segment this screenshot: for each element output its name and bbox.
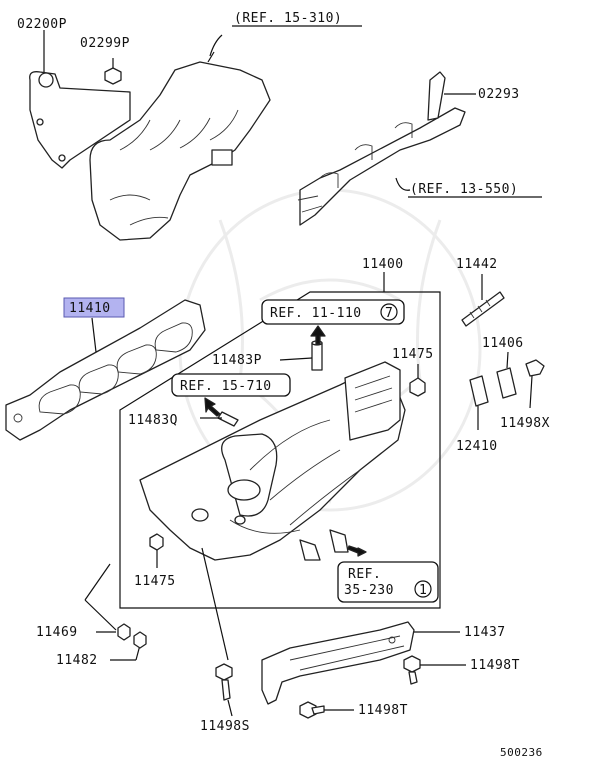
- bolt-11498X-illustration: [525, 359, 545, 409]
- leader-lines-bottom: [84, 547, 229, 661]
- fitting-11483Q-illustration: [200, 411, 239, 427]
- label-11498S: 11498S: [200, 719, 250, 734]
- nut-11475-top-illustration: [409, 364, 426, 397]
- bracket-11406-illustration: [496, 351, 517, 399]
- label-11498T-lower: 11498T: [358, 703, 408, 718]
- label-11482: 11482: [56, 653, 98, 668]
- ref-11-110[interactable]: REF. 11-110: [270, 306, 362, 321]
- label-11400: 11400: [362, 257, 404, 272]
- ref-35-230-number: 1: [419, 583, 427, 598]
- bolt-11498T-lower-illustration: [299, 701, 354, 719]
- stud-11442-illustration: [461, 274, 505, 327]
- ref-11-110-circle: [380, 303, 398, 321]
- intake-gasket-illustration: [5, 299, 206, 441]
- label-11469: 11469: [36, 625, 78, 640]
- bolt-11498S-illustration: [215, 663, 233, 717]
- label-11483Q: 11483Q: [128, 413, 178, 428]
- ref-11-110-box: [261, 299, 405, 325]
- ref-13-550[interactable]: (REF. 13-550): [410, 182, 518, 197]
- bracket-11437-illustration: [261, 621, 460, 705]
- highlight-11410: [63, 297, 125, 318]
- direction-arrows: [204, 325, 367, 557]
- ref-15-310[interactable]: (REF. 15-310): [234, 11, 342, 26]
- bracket-12410-illustration: [469, 375, 489, 430]
- ref-15-710[interactable]: REF. 15-710: [180, 379, 272, 394]
- plug-11483P-illustration: [279, 340, 323, 371]
- ref-15-710-box: [171, 373, 291, 397]
- ref-35-230-box: [337, 561, 439, 603]
- bolt-11498T-upper-illustration: [403, 655, 466, 685]
- label-02299P: 02299P: [80, 36, 130, 51]
- label-11498T-upper: 11498T: [470, 658, 520, 673]
- label-11442: 11442: [456, 257, 498, 272]
- label-11483P: 11483P: [212, 353, 262, 368]
- label-12410: 12410: [456, 439, 498, 454]
- diagram-id: 500236: [500, 746, 543, 759]
- leader-lines-top: [43, 30, 476, 353]
- ref-35-230-circle: [414, 580, 432, 598]
- label-11475-top: 11475: [392, 347, 434, 362]
- intake-manifold-illustration: [139, 361, 406, 561]
- nut-11475-bottom-illustration: [149, 533, 164, 568]
- label-11498X: 11498X: [500, 416, 550, 431]
- label-11475-bottom: 11475: [134, 574, 176, 589]
- label-11410[interactable]: 11410: [69, 301, 111, 316]
- label-11437: 11437: [464, 625, 506, 640]
- fuel-rail-illustration: [297, 71, 466, 226]
- ref-35-230-line2[interactable]: 35-230: [344, 583, 394, 598]
- label-02200P: 02200P: [17, 17, 67, 32]
- ref-35-230-line1[interactable]: REF.: [348, 567, 381, 582]
- bolt-02299P-illustration: [104, 58, 122, 85]
- exhaust-manifold-illustration: [29, 34, 271, 241]
- label-11406: 11406: [482, 336, 524, 351]
- ref-11-110-number: 7: [385, 306, 393, 321]
- label-02293: 02293: [478, 87, 520, 102]
